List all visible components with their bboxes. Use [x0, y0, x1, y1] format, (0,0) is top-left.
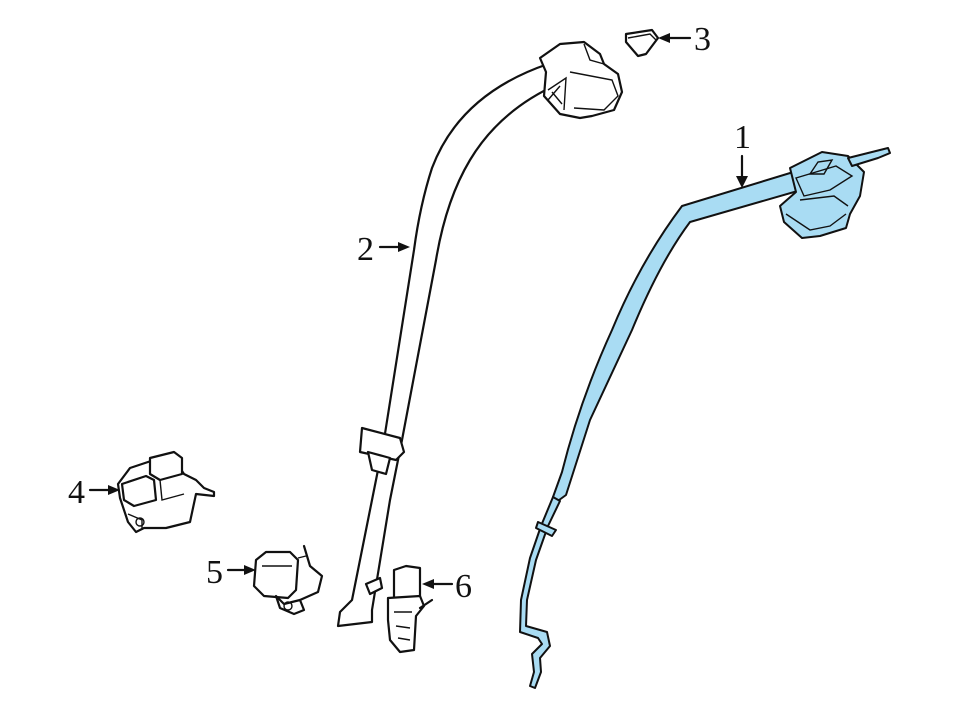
callout-3: 3 — [658, 21, 711, 58]
part-1-seat-belt-assembly[interactable] — [519, 147, 891, 689]
part-2-seat-belt-assembly[interactable] — [336, 40, 624, 628]
part-3-cover-cap[interactable] — [624, 28, 660, 58]
callout-label-1: 1 — [734, 119, 751, 156]
callout-5: 5 — [206, 554, 256, 591]
part-5-buckle[interactable] — [252, 544, 324, 616]
callout-1: 1 — [734, 119, 751, 188]
callout-4: 4 — [68, 474, 120, 511]
callout-6: 6 — [422, 568, 472, 605]
part-6-buckle-bracket[interactable] — [386, 564, 434, 654]
part-4-buckle-assembly[interactable] — [116, 450, 216, 534]
callout-label-4: 4 — [68, 474, 85, 511]
callout-label-3: 3 — [694, 21, 711, 58]
callout-label-6: 6 — [455, 568, 472, 605]
callout-label-2: 2 — [357, 231, 374, 268]
callout-2: 2 — [357, 231, 410, 268]
callout-label-5: 5 — [206, 554, 223, 591]
